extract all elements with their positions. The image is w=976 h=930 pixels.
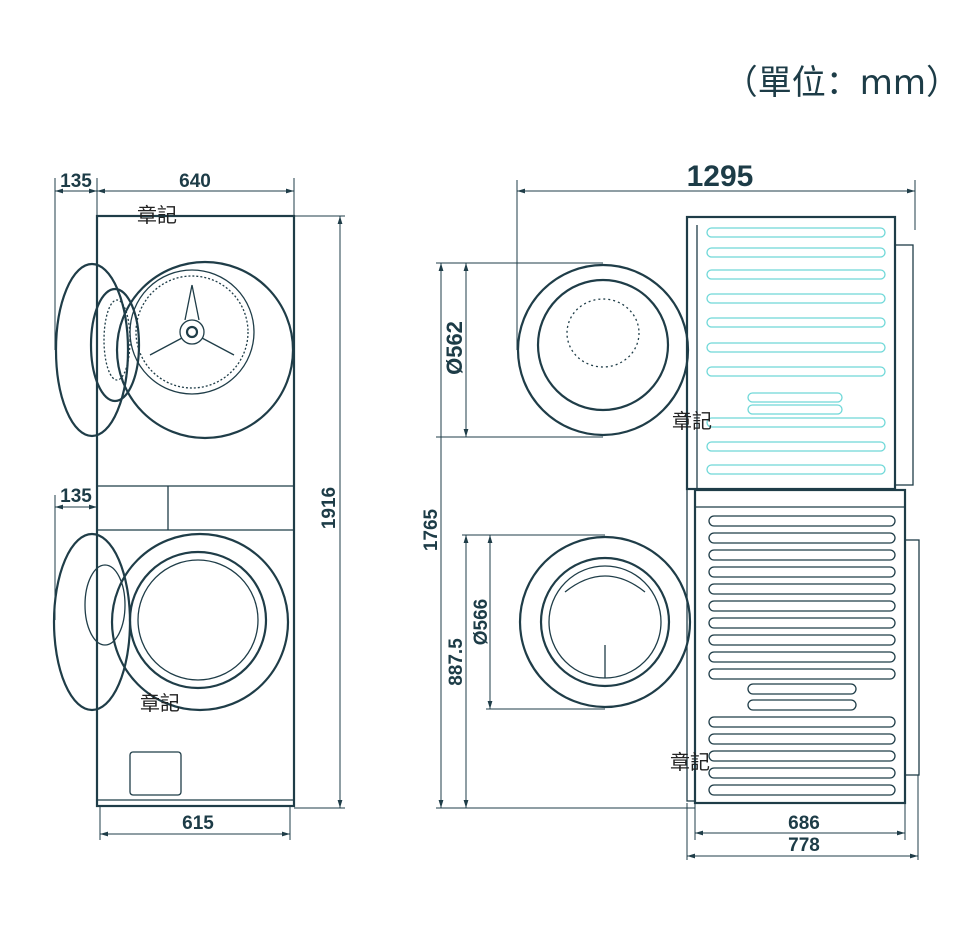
- dryer-vent-slots: [706, 227, 886, 475]
- front-body-outline: [95, 214, 296, 808]
- washer-vent-slots: [708, 515, 896, 796]
- dim-total-depth: 1295: [687, 160, 754, 193]
- dim-total-height-front: 1916: [319, 487, 340, 529]
- vent-slot: [708, 600, 896, 612]
- unit-label: （單位：mm）: [724, 63, 960, 103]
- dryer-door-front: [54, 260, 295, 440]
- dim-width-bottom: 615: [182, 813, 214, 834]
- dryer-door-open: [54, 262, 130, 438]
- vent-slot: [747, 699, 857, 711]
- dryer-side-body: [685, 215, 897, 491]
- vent-slot: [706, 317, 886, 328]
- vent-slot: [706, 441, 886, 452]
- vent-slot: [706, 293, 886, 304]
- vent-slot: [706, 366, 886, 377]
- vent-slot: [708, 750, 896, 762]
- vent-slot: [747, 404, 843, 415]
- watermark: 章記: [140, 691, 180, 715]
- side-view-unit: [516, 215, 920, 805]
- vent-slot: [708, 617, 896, 629]
- washer-door-front: [52, 532, 290, 712]
- vent-slot: [708, 784, 896, 796]
- dim-washer-door-diameter: Ø566: [471, 599, 492, 645]
- side-dimensions: 1295 1765 Ø562 Ø566 887.5 686 778: [421, 160, 919, 860]
- vent-slot: [708, 549, 896, 561]
- vent-slot: [706, 227, 886, 238]
- watermark: 章記: [670, 750, 710, 774]
- vent-slot: [708, 566, 896, 578]
- vent-slot: [708, 716, 896, 728]
- vent-slot: [708, 651, 896, 663]
- service-panel: [129, 751, 182, 796]
- dryer-door-side: [516, 263, 690, 437]
- dim-door-swing-top: 135: [60, 171, 92, 192]
- washer-door-side: [518, 535, 692, 709]
- dim-depth-with-door: 778: [788, 835, 820, 856]
- vent-slot: [706, 464, 886, 475]
- dim-width-top: 640: [179, 171, 211, 192]
- watermark: 章記: [672, 409, 712, 433]
- vent-slot: [708, 634, 896, 646]
- vent-slot: [706, 342, 886, 353]
- washer-door-open: [52, 532, 132, 712]
- vent-slot: [706, 417, 886, 428]
- washer-side-body: [693, 488, 907, 805]
- front-view-unit: [52, 214, 296, 808]
- vent-slot: [708, 733, 896, 745]
- vent-slot: [708, 515, 896, 527]
- dim-washer-center-height: 887.5: [446, 638, 467, 686]
- vent-slot: [706, 269, 886, 280]
- vent-slot: [706, 247, 886, 258]
- dim-dryer-door-diameter: Ø562: [442, 321, 467, 375]
- vent-slot: [708, 767, 896, 779]
- vent-slot: [708, 668, 896, 680]
- dim-door-swing-bottom: 135: [60, 486, 92, 507]
- vent-slot: [708, 583, 896, 595]
- vent-slot: [708, 532, 896, 544]
- dim-body-depth: 686: [788, 813, 820, 834]
- vent-slot: [747, 392, 843, 403]
- front-dimensions: 135 640 135 1916 615: [54, 171, 345, 840]
- vent-slot: [747, 683, 857, 695]
- watermark: 章記: [137, 203, 177, 227]
- dim-total-height-side: 1765: [421, 508, 442, 551]
